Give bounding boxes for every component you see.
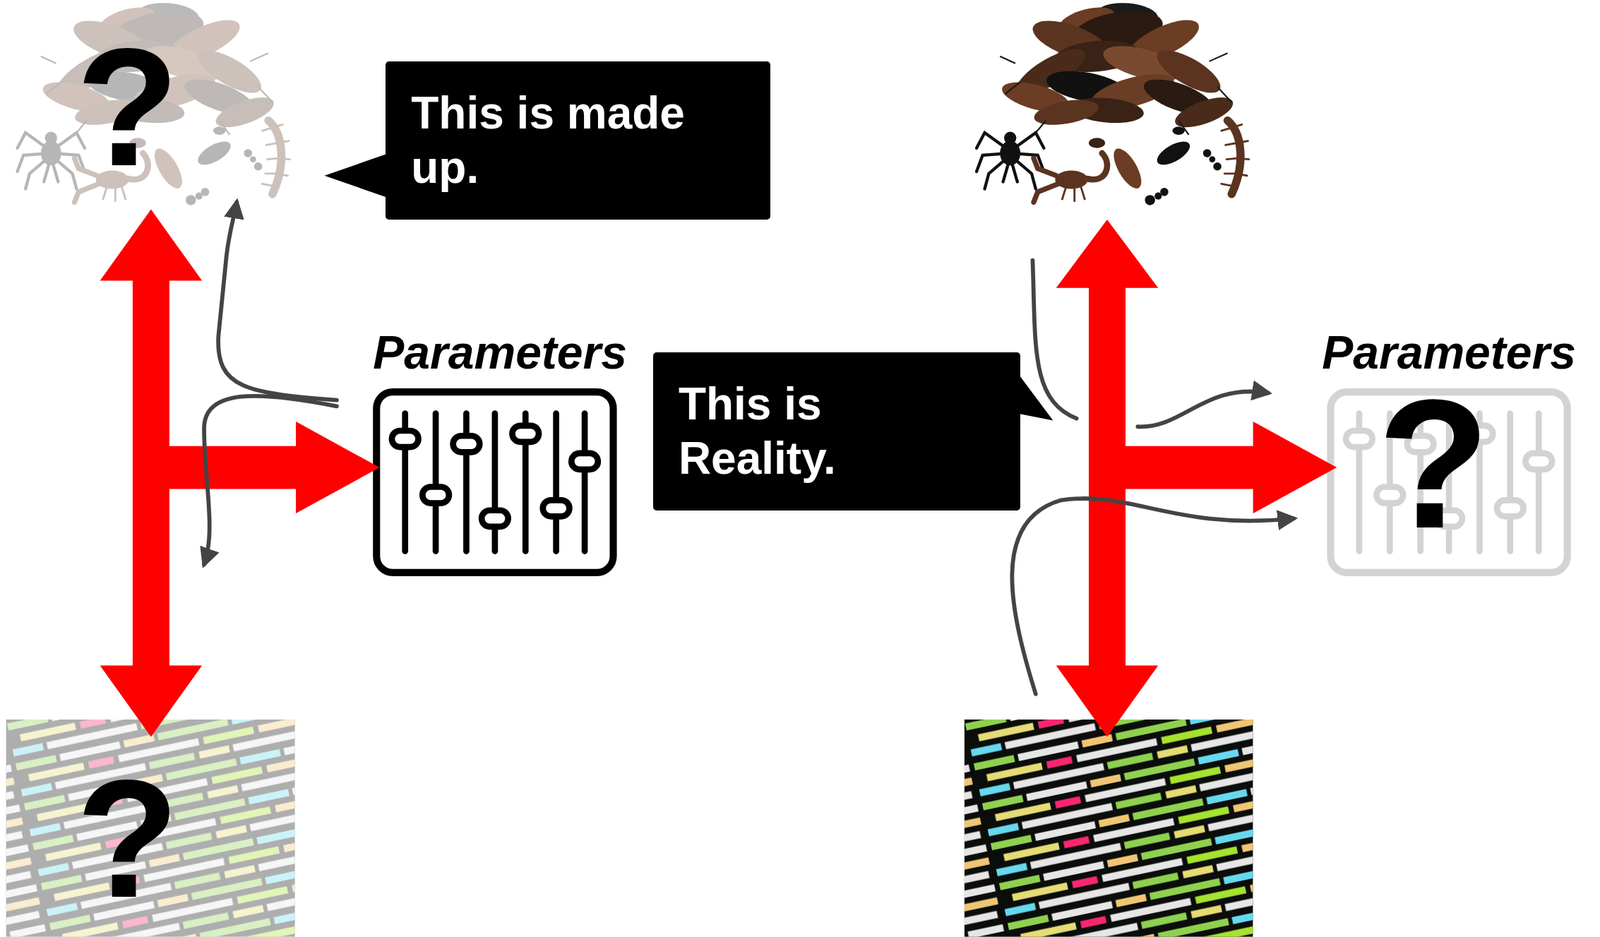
code-photo	[6, 719, 296, 937]
callout-text: This is made up.	[410, 86, 708, 195]
red-arrows	[1056, 219, 1337, 738]
code-photo	[964, 719, 1254, 937]
parameters-label: Parameters	[1321, 329, 1576, 376]
bug-photo	[17, 0, 291, 206]
parameters-label: Parameters	[372, 329, 628, 376]
red-arrows	[100, 209, 380, 737]
callout-tail	[324, 153, 390, 199]
question-mark: ?	[76, 23, 180, 192]
bug-photo	[976, 0, 1250, 206]
parameters-icon	[376, 391, 613, 573]
callout-tail	[1017, 372, 1054, 421]
question-mark: ?	[76, 754, 180, 923]
question-mark: ?	[1377, 372, 1490, 556]
callout-box: This is made up.	[385, 61, 771, 220]
callout-box: This is Reality.	[653, 352, 1021, 511]
callout-text: This is Reality.	[678, 377, 976, 486]
flow-curves	[204, 201, 1294, 695]
